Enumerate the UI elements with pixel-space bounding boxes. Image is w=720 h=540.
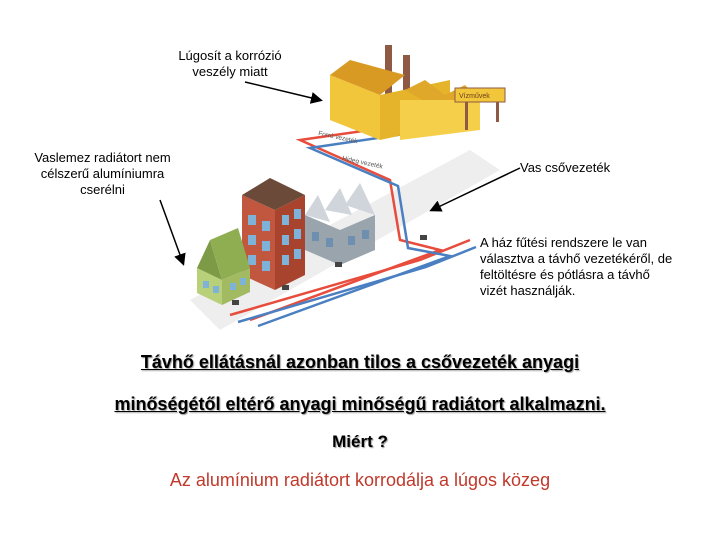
- callout-vascso: Vas csővezeték: [520, 160, 611, 175]
- apartment-windows: [248, 209, 301, 271]
- callout-vaslemez: Vaslemez radiátort nem célszerű alumíniu…: [34, 150, 171, 197]
- factory-body: [305, 215, 375, 265]
- callout-lugosit: Lúgosít a korrózió veszély miatt: [178, 48, 282, 79]
- green-house: [197, 228, 250, 305]
- body-line-2: minőségétől eltérő anyagi minőségű radiá…: [114, 394, 606, 414]
- plant-body-front: [330, 75, 380, 140]
- chimney-2: [403, 55, 410, 120]
- pipes: [229, 118, 477, 328]
- arrow-lugosit: [244, 81, 323, 104]
- cold-pipe-return: [237, 245, 477, 324]
- house-roof-front: [197, 240, 222, 280]
- factory-windows: [312, 230, 369, 247]
- apartment-building: [242, 178, 305, 290]
- body-line-1: Távhő ellátásnál azonban tilos a csőveze…: [140, 352, 580, 372]
- plant-sign-post-2: [496, 90, 499, 122]
- radiators: [232, 235, 427, 305]
- plant-sign: [454, 87, 506, 103]
- house-front: [197, 268, 222, 305]
- factory-roof-3: [345, 183, 375, 215]
- house-windows: [203, 278, 246, 293]
- answer-text: Az alumínium radiátort korrodálja a lúgo…: [169, 470, 551, 490]
- house-roof-side: [210, 228, 250, 280]
- plant-hall: [400, 100, 480, 140]
- hot-pipe-return: [229, 238, 471, 317]
- arrow-vascso: [429, 167, 521, 212]
- question-text: Miért ?: [332, 432, 388, 451]
- callout-haz-futes: A ház fűtési rendszere le van választva …: [480, 235, 673, 298]
- plant-sign-text: Vízművek: [459, 93, 490, 100]
- factory-roof-2: [325, 188, 352, 215]
- apartment-roof: [242, 178, 305, 210]
- plant-roof: [330, 60, 405, 95]
- factory-building: [305, 183, 375, 265]
- arrow-vaslemez: [159, 199, 186, 266]
- power-plant: Vízművek: [330, 45, 506, 140]
- factory-roof-1: [305, 195, 330, 222]
- hot-pipe: [249, 118, 445, 322]
- plant-sign-post: [465, 90, 468, 130]
- cold-pipe: [257, 126, 455, 328]
